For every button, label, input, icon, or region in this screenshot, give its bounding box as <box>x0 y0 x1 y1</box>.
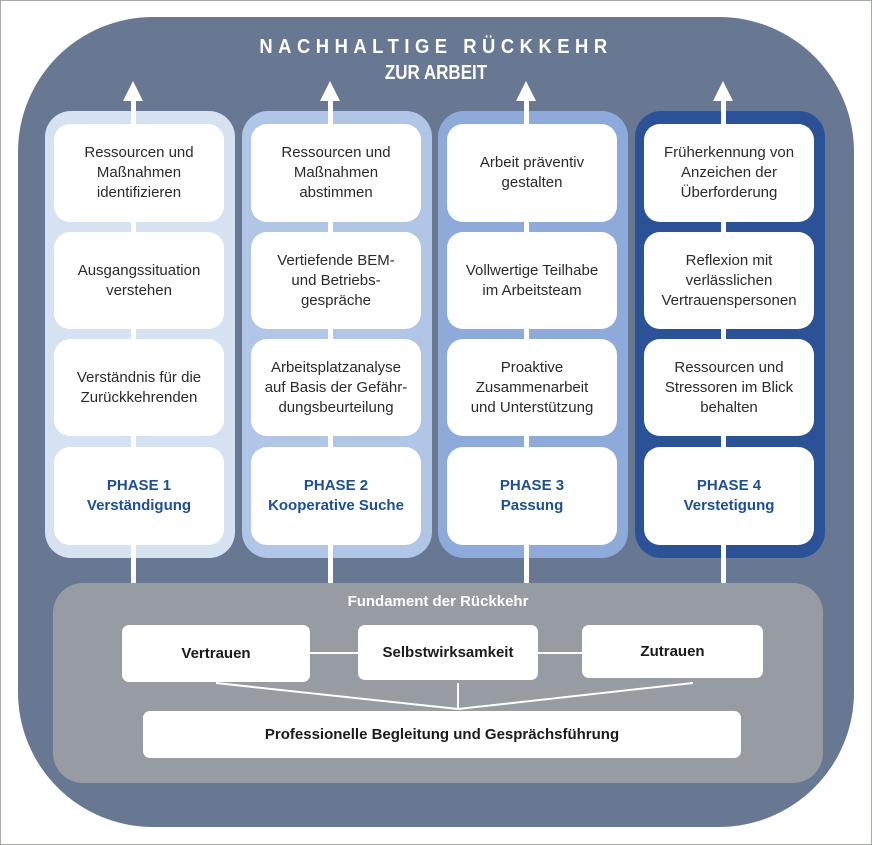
phase-4-connector-2 <box>721 329 726 339</box>
phase-2-connector-top <box>328 100 333 124</box>
phase-2-label: PHASE 2 <box>303 477 369 494</box>
foundation-panel: Fundament der Rückkehr Vertrauen Selbstw… <box>53 583 823 783</box>
pillar-3-to-base <box>457 682 694 710</box>
phase-2-arrow-up-icon <box>320 81 340 101</box>
phase-1-label: PHASE 1 <box>106 477 172 494</box>
phase-1-connector-bottom <box>131 545 136 583</box>
phase-1-connector-2 <box>131 329 136 339</box>
phase-4-name: Verstetigung <box>683 497 775 514</box>
phase-3-connector-1 <box>524 222 529 232</box>
foundation-connectors <box>215 652 694 710</box>
phase-2-connector-1 <box>328 222 333 232</box>
phase-2-item-3: Arbeitsplatzanalyse auf Basis der Gefähr… <box>251 339 421 436</box>
pillar-zutrauen: Zutrauen <box>582 625 763 678</box>
phase-3-connector-bottom <box>524 545 529 583</box>
phase-3-connector-3 <box>524 436 529 447</box>
phase-2-connector-2 <box>328 329 333 339</box>
phase-2-item-2: Vertiefende BEM- und Betriebs- gespräche <box>251 232 421 329</box>
phase-3-connector-2 <box>524 329 529 339</box>
phase-3-label: PHASE 3 <box>499 477 565 494</box>
title-line-2: ZUR ARBEIT <box>384 62 488 84</box>
phase-3-item-3: Proaktive Zusammenarbeit und Unterstützu… <box>447 339 617 436</box>
phase-4-label: PHASE 4 <box>696 477 762 494</box>
phase-3-arrow-up-icon <box>516 81 536 101</box>
phase-1-connector-1 <box>131 222 136 232</box>
phase-4-connector-3 <box>721 436 726 447</box>
phase-2-item-1: Ressourcen und Maßnahmen abstimmen <box>251 124 421 222</box>
phase-1-connector-top <box>131 100 136 124</box>
phase-4-header-card: PHASE 4 Verstetigung <box>644 447 814 545</box>
phase-3-column: Arbeit präventiv gestalten Vollwertige T… <box>438 111 628 558</box>
phase-4-item-2: Reflexion mit verlässlichen Vertrauenspe… <box>644 232 814 329</box>
phase-4-item-3: Ressourcen und Stressoren im Blick behal… <box>644 339 814 436</box>
phase-1-column: Ressourcen und Maßnahmen identifizieren … <box>45 111 235 558</box>
title-line-1: NACHHALTIGE RÜCKKEHR <box>259 36 613 58</box>
phase-1-item-1: Ressourcen und Maßnahmen identifizieren <box>54 124 224 222</box>
phase-3-item-2: Vollwertige Teilhabe im Arbeitsteam <box>447 232 617 329</box>
phase-3-item-1: Arbeit präventiv gestalten <box>447 124 617 222</box>
phase-3-connector-top <box>524 100 529 124</box>
phase-1-connector-3 <box>131 436 136 447</box>
pillar-1-to-base <box>215 682 459 710</box>
phase-4-column: Früherkennung von Anzeichen der Überford… <box>635 111 825 558</box>
phase-1-arrow-up-icon <box>123 81 143 101</box>
phase-3-header-card: PHASE 3 Passung <box>447 447 617 545</box>
phase-2-connector-3 <box>328 436 333 447</box>
phase-2-name: Kooperative Suche <box>268 497 404 514</box>
phase-2-header-card: PHASE 2 Kooperative Suche <box>251 447 421 545</box>
phase-1-header-card: PHASE 1 Verständigung <box>54 447 224 545</box>
phase-1-item-3: Verständnis für die Zurückkehrenden <box>54 339 224 436</box>
phase-4-item-1: Früherkennung von Anzeichen der Überford… <box>644 124 814 222</box>
phase-1-name: Verständigung <box>86 497 192 514</box>
phase-3-name: Passung <box>500 497 564 514</box>
phase-4-arrow-up-icon <box>713 81 733 101</box>
phase-4-connector-bottom <box>721 545 726 583</box>
phase-1-item-2: Ausgangssituation verstehen <box>54 232 224 329</box>
phase-2-connector-bottom <box>328 545 333 583</box>
foundation-title: Fundament der Rückkehr <box>347 593 529 610</box>
pillar-vertrauen: Vertrauen <box>122 625 310 682</box>
foundation-base: Professionelle Begleitung und Gesprächsf… <box>143 711 741 758</box>
pillar-selbstwirksamkeit: Selbstwirksamkeit <box>358 625 538 680</box>
phase-4-connector-top <box>721 100 726 124</box>
phase-4-connector-1 <box>721 222 726 232</box>
phase-2-column: Ressourcen und Maßnahmen abstimmen Verti… <box>242 111 432 558</box>
